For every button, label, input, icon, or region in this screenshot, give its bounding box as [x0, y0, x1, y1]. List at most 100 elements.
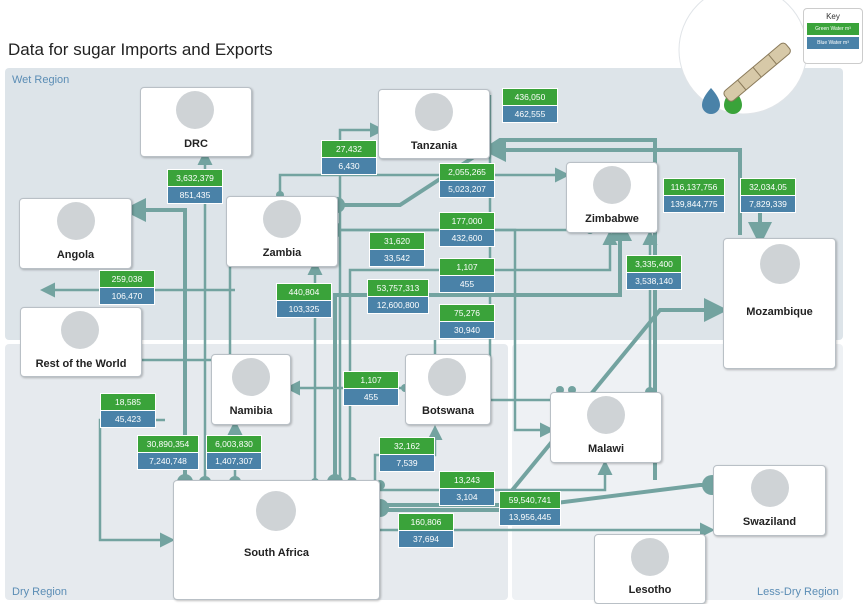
country-label: Tanzania — [410, 140, 458, 152]
blue-water-value: 6,430 — [321, 158, 377, 175]
africa-map-icon — [587, 396, 625, 434]
country-lesotho[interactable]: Lesotho — [594, 534, 706, 604]
flow-line — [122, 198, 187, 480]
country-label: Rest of the World — [35, 358, 127, 370]
country-drc[interactable]: DRC — [140, 87, 252, 157]
country-swaziland[interactable]: Swaziland — [713, 465, 826, 536]
key-title: Key — [826, 12, 840, 21]
water-illustration — [678, 0, 808, 115]
blue-water-value: 5,023,207 — [439, 181, 495, 198]
blue-water-value: 12,600,800 — [367, 297, 429, 314]
green-water-value: 32,162 — [379, 437, 435, 455]
africa-map-icon — [57, 202, 95, 240]
green-water-value: 27,432 — [321, 140, 377, 158]
green-water-value: 2,055,265 — [439, 163, 495, 181]
blue-water-value: 455 — [439, 276, 495, 293]
africa-map-icon — [232, 358, 270, 396]
country-label: South Africa — [244, 547, 309, 559]
key-blue: Blue Water m³ — [807, 37, 859, 49]
blue-water-value: 462,555 — [502, 106, 558, 123]
country-label: Lesotho — [628, 584, 672, 596]
country-botswana[interactable]: Botswana — [405, 354, 491, 425]
legend-key: Key Green Water m³ Blue Water m³ — [803, 8, 863, 64]
flow-line — [335, 138, 657, 480]
country-south-africa[interactable]: South Africa — [173, 480, 380, 600]
country-label: Mozambique — [746, 306, 813, 318]
africa-map-icon — [263, 200, 301, 238]
green-water-value: 75,276 — [439, 304, 495, 322]
green-water-value: 116,137,756 — [663, 178, 725, 196]
green-water-value: 1,107 — [439, 258, 495, 276]
green-water-value: 30,890,354 — [137, 435, 199, 453]
africa-map-icon — [593, 166, 631, 204]
blue-water-value: 103,325 — [276, 301, 332, 318]
country-label: Malawi — [587, 443, 625, 455]
dry-region-label: Dry Region — [12, 586, 68, 598]
blue-water-value: 13,956,445 — [499, 509, 561, 526]
blue-water-value: 33,542 — [369, 250, 425, 267]
blue-water-value: 3,538,140 — [626, 273, 682, 290]
green-water-value: 160,806 — [398, 513, 454, 531]
blue-water-value: 851,435 — [167, 187, 223, 204]
africa-map-icon — [428, 358, 466, 396]
country-label: Zambia — [262, 247, 302, 259]
country-label: Angola — [56, 249, 95, 261]
blue-water-value: 30,940 — [439, 322, 495, 339]
africa-map-icon — [415, 93, 453, 131]
country-label: DRC — [184, 138, 208, 150]
blue-water-value: 139,844,775 — [663, 196, 725, 213]
green-water-value: 440,804 — [276, 283, 332, 301]
country-label: Swaziland — [742, 516, 797, 528]
country-zambia[interactable]: Zambia — [226, 196, 338, 267]
africa-map-icon — [760, 244, 800, 284]
wet-region-label: Wet Region — [12, 74, 70, 86]
less-dry-region-label: Less-Dry Region — [757, 586, 839, 598]
blue-drop-icon — [702, 88, 720, 114]
country-rest-of-world[interactable]: Rest of the World — [20, 307, 142, 377]
world-map-icon — [61, 311, 99, 349]
africa-map-icon — [176, 91, 214, 129]
blue-water-value: 7,539 — [379, 455, 435, 472]
country-label: Namibia — [229, 405, 273, 417]
country-namibia[interactable]: Namibia — [211, 354, 291, 425]
page-title: Data for sugar Imports and Exports — [8, 40, 273, 59]
africa-map-icon — [751, 469, 789, 507]
green-water-value: 436,050 — [502, 88, 558, 106]
green-water-value: 59,540,741 — [499, 491, 561, 509]
green-water-value: 1,107 — [343, 371, 399, 389]
country-mozambique[interactable]: Mozambique — [723, 238, 836, 369]
country-zimbabwe[interactable]: Zimbabwe — [566, 162, 658, 233]
green-water-value: 31,620 — [369, 232, 425, 250]
green-water-value: 13,243 — [439, 471, 495, 489]
flow-line — [338, 122, 385, 480]
green-water-value: 3,632,379 — [167, 169, 223, 187]
blue-water-value: 7,240,748 — [137, 453, 199, 470]
country-angola[interactable]: Angola — [19, 198, 132, 269]
green-water-value: 6,003,830 — [206, 435, 262, 453]
country-tanzania[interactable]: Tanzania — [378, 89, 490, 159]
blue-water-value: 455 — [343, 389, 399, 406]
green-water-value: 32,034,05 — [740, 178, 796, 196]
country-malawi[interactable]: Malawi — [550, 392, 662, 463]
blue-water-value: 432,600 — [439, 230, 495, 247]
africa-map-icon — [631, 538, 669, 576]
